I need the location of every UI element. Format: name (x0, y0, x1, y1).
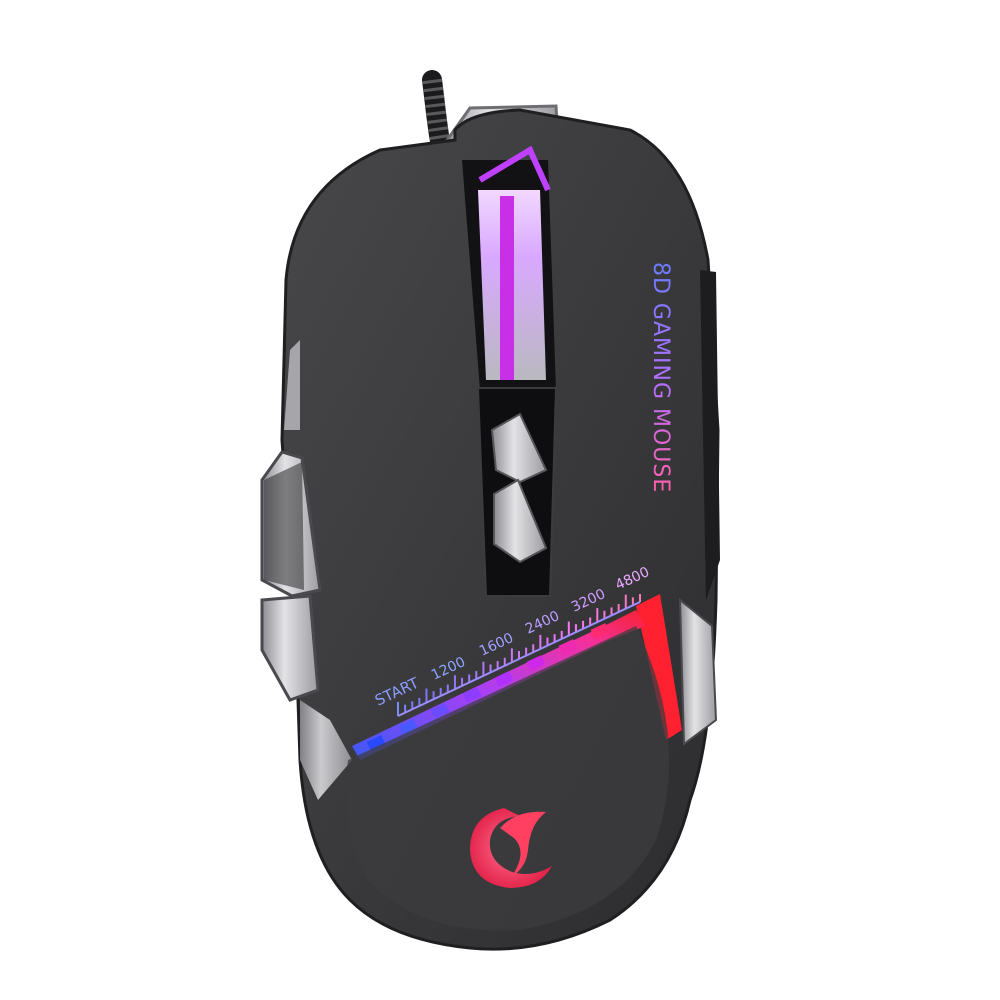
chevron-up-icon[interactable] (490, 412, 548, 484)
palm-panel (346, 626, 670, 931)
right-accent-red (636, 594, 682, 740)
right-metal-panel (678, 597, 718, 746)
dpi-baseline (397, 601, 641, 717)
right-side-grip (700, 270, 720, 600)
center-channel (462, 145, 556, 390)
crescent-swirl-logo-icon (470, 808, 552, 888)
chevron-down-icon[interactable] (493, 478, 548, 564)
rgb-led-segments (366, 623, 610, 751)
dpi-scale-ticks (397, 594, 641, 717)
side-buttons[interactable] (260, 340, 322, 702)
dpi-button-well (476, 387, 558, 597)
lower-left-chrome (300, 700, 352, 800)
brand-text: 8D GAMING MOUSE (648, 262, 673, 493)
